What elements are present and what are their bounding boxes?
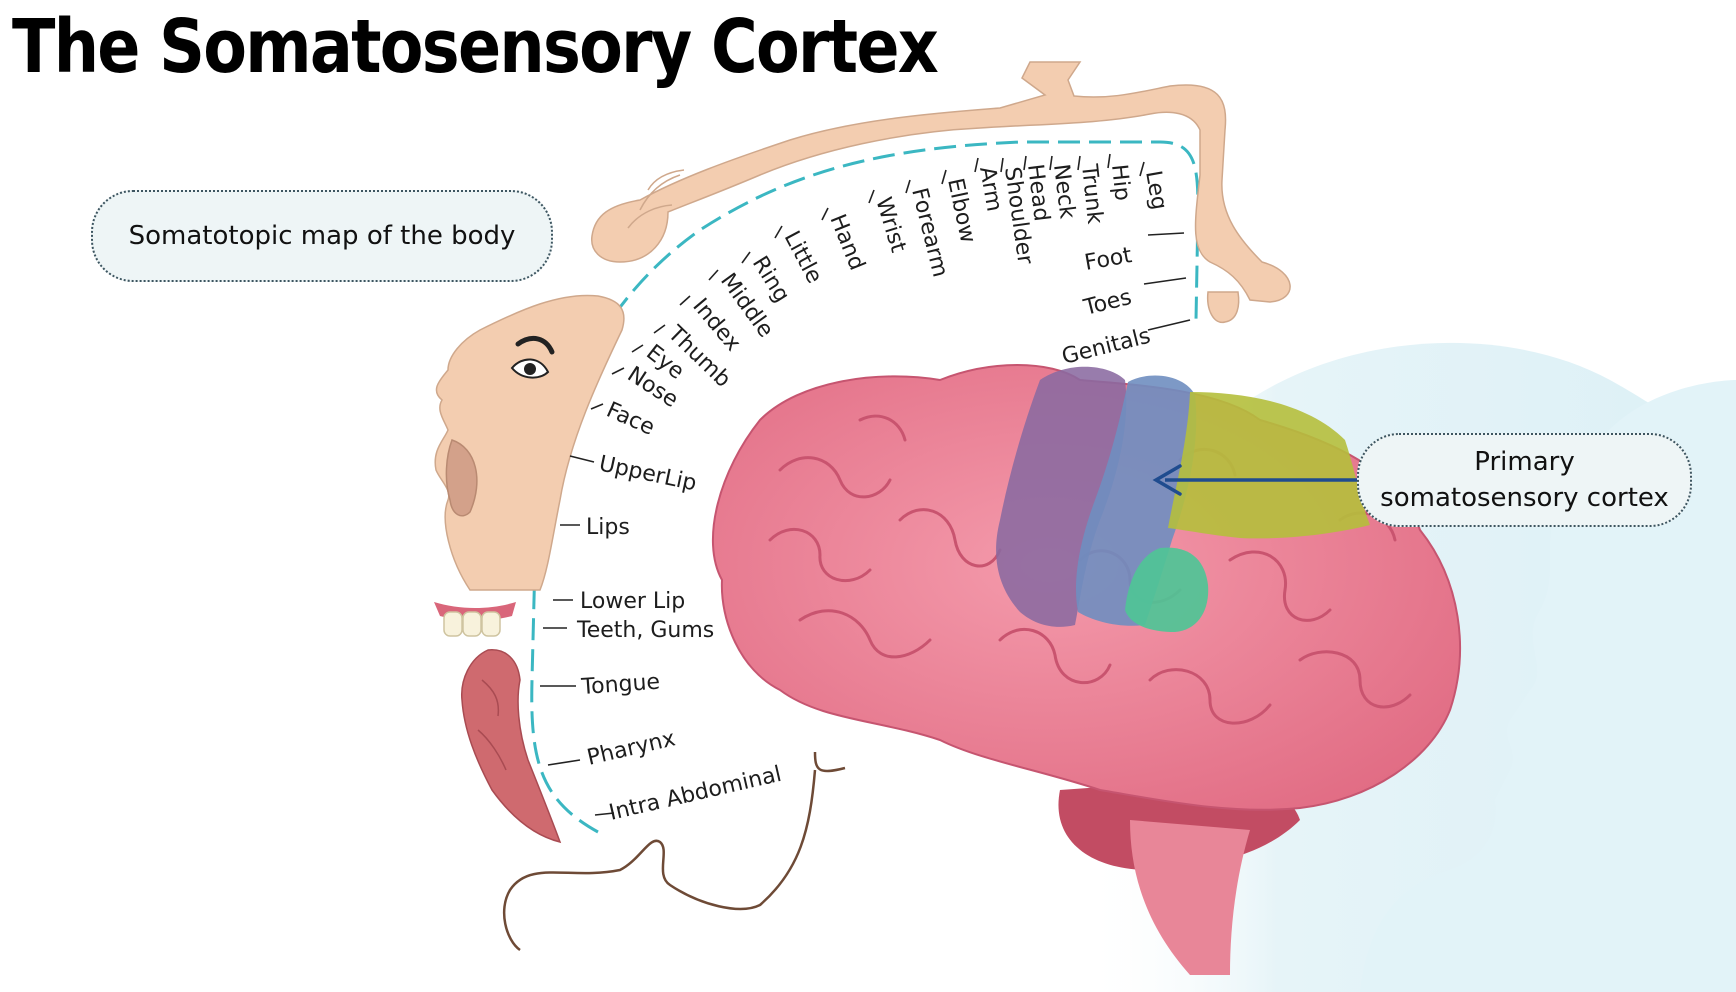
head-silhouette-face (1360, 380, 1736, 992)
homunculus-face (434, 294, 625, 591)
homunculus-fist-lines (627, 169, 685, 229)
label-tongue: Tongue (580, 670, 661, 700)
label-ticks (540, 232, 1191, 816)
label-toes: Toes (1080, 285, 1134, 321)
label-pharynx: Pharynx (585, 726, 678, 771)
label-forearm: Forearm (906, 185, 952, 279)
homunculus-tongue (461, 649, 562, 844)
label-genitals: Genitals (1059, 324, 1153, 370)
arc-label-ticks (590, 153, 1145, 410)
label-leg: Leg (1140, 169, 1171, 212)
homunculus-toes (1206, 291, 1240, 324)
callout-somatotopic-map-text: Somatotopic map of the body (128, 221, 516, 251)
label-elbow: Elbow (942, 176, 980, 245)
callout-cortex-line1: Primary (1474, 447, 1575, 477)
eyebrow (515, 335, 555, 355)
cortex-arrow (1152, 464, 1357, 496)
brainstem (1130, 820, 1250, 975)
callout-primary-somatosensory-cortex: Primary somatosensory cortex (1357, 433, 1692, 527)
label-teeth-gums: Teeth, Gums (576, 618, 714, 643)
label-foot: Foot (1083, 243, 1134, 276)
callout-cortex-line2: somatosensory cortex (1380, 483, 1669, 513)
mouth (445, 439, 478, 517)
eye-pupil (524, 363, 536, 375)
label-wrist: Wrist (870, 194, 910, 255)
homunculus-teeth (443, 611, 501, 637)
label-trunk: Trunk (1076, 162, 1107, 225)
brain-illustration (711, 364, 1461, 975)
label-face: Face (603, 398, 659, 441)
homunculus-limb (591, 61, 1291, 303)
label-upper-lip: UpperLip (597, 451, 699, 496)
callout-somatotopic-map: Somatotopic map of the body (91, 190, 553, 282)
homunculus-abdominal (502, 751, 846, 952)
label-lips: Lips (586, 515, 630, 540)
label-hand: Hand (824, 211, 869, 274)
insula-region (1125, 547, 1209, 632)
somatosensory-cortex-region (1075, 375, 1197, 626)
parietal-region (1168, 392, 1370, 539)
tongue-ridges (477, 679, 507, 771)
label-little: Little (779, 227, 827, 288)
page-title: The Somatosensory Cortex (12, 4, 939, 90)
somatotopic-arc (530, 140, 1200, 834)
label-lower-lip: Lower Lip (580, 589, 685, 614)
label-hip: Hip (1106, 163, 1135, 202)
motor-cortex-region (996, 366, 1127, 627)
label-intra-abdominal: Intra Abdominal (607, 762, 784, 826)
